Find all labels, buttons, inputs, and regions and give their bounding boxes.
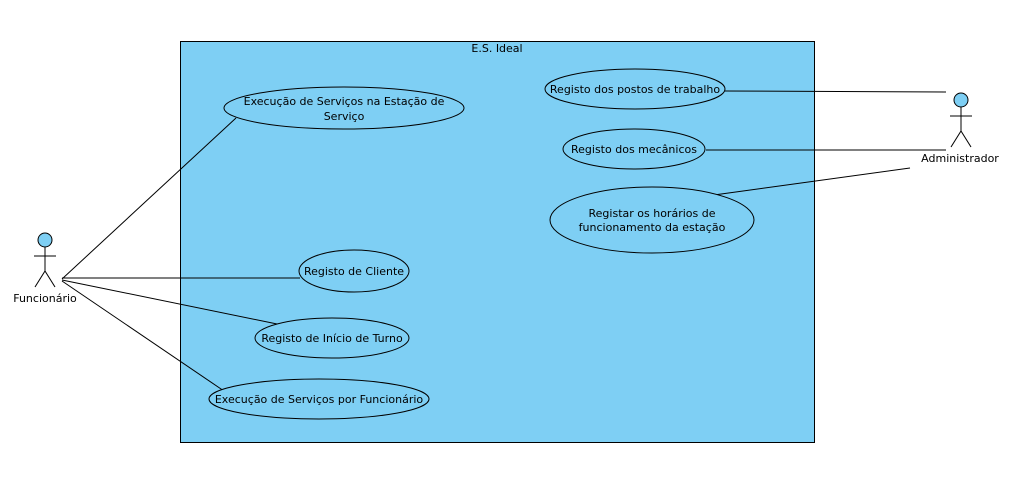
- use-case-label: Serviço: [324, 110, 365, 123]
- use-case-label: Registo dos postos de trabalho: [550, 83, 720, 96]
- use-case-label: Registo dos mecânicos: [571, 143, 697, 156]
- association-administrador-registo-postos[interactable]: [723, 90, 947, 93]
- use-case-ellipse: [562, 128, 706, 170]
- actor-left-leg: [950, 130, 962, 148]
- use-case-ellipse: [298, 249, 410, 293]
- use-case-ellipse: [544, 68, 726, 110]
- actor-funcionario[interactable]: Funcionário: [13, 232, 77, 305]
- association-administrador-registar-horarios[interactable]: [713, 167, 911, 196]
- use-case-exec-estacao[interactable]: Execução de Serviços na Estação de Servi…: [223, 86, 465, 130]
- system-title: E.S. Ideal: [471, 42, 522, 55]
- actor-right-leg: [960, 130, 972, 148]
- actor-left-leg: [34, 270, 46, 288]
- use-case-label: Execução de Serviços por Funcionário: [215, 393, 424, 406]
- use-case-registo-turno[interactable]: Registo de Início de Turno: [254, 317, 410, 359]
- actor-head-icon: [953, 92, 969, 108]
- use-case-registo-mecanicos[interactable]: Registo dos mecânicos: [562, 128, 706, 170]
- actor-administrador[interactable]: Administrador: [921, 92, 999, 165]
- use-case-ellipse: [549, 186, 755, 254]
- use-case-registo-postos[interactable]: Registo dos postos de trabalho: [544, 68, 726, 110]
- use-case-label: Registo de Início de Turno: [261, 332, 403, 345]
- association-funcionario-exec-funcionario[interactable]: [61, 280, 225, 392]
- use-case-label: Registo de Cliente: [304, 265, 404, 278]
- use-case-exec-funcionario[interactable]: Execução de Serviços por Funcionário: [208, 378, 430, 420]
- use-case-ellipse: [208, 378, 430, 420]
- association-funcionario-exec-estacao[interactable]: [61, 117, 237, 280]
- association-funcionario-registo-turno[interactable]: [61, 279, 283, 326]
- use-case-label: Execução de Serviços na Estação de: [244, 95, 445, 108]
- use-case-ellipse: [254, 317, 410, 359]
- actor-right-leg: [44, 270, 56, 288]
- use-case-ellipse: [223, 86, 465, 130]
- actor-label: Administrador: [921, 152, 999, 165]
- use-case-label: Registar os horários de: [589, 207, 716, 220]
- use-case-registar-horarios[interactable]: Registar os horários de funcionamento da…: [549, 186, 755, 254]
- actor-head-icon: [37, 232, 53, 248]
- use-case-registo-cliente[interactable]: Registo de Cliente: [298, 249, 410, 293]
- associations: [61, 90, 947, 392]
- actor-label: Funcionário: [13, 292, 77, 305]
- use-case-label: funcionamento da estação: [579, 221, 726, 234]
